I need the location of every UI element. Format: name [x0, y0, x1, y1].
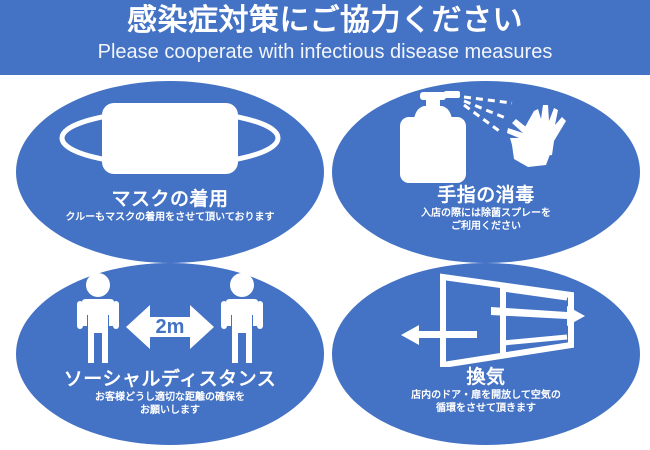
- panel-subtitle-line: クルーもマスクの着用をさせて頂いております: [65, 212, 275, 223]
- panel-title: 換気: [466, 367, 506, 388]
- panel-subtitle-line: お願いします: [140, 405, 200, 416]
- face-mask-icon: [16, 89, 324, 187]
- page-title: 感染症対策にご協力ください: [127, 4, 523, 37]
- panel-subtitle-line: 入店の際には除菌スプレーを: [421, 208, 551, 219]
- panel-subtitle-line: お客様どうし適切な距離の確保を: [95, 392, 245, 403]
- panel-caption: ソーシャルディスタンス お客様どうし適切な距離の確保を お願いします: [16, 369, 324, 417]
- panel-ellipse-background: [16, 263, 324, 445]
- sanitizer-spray-hands-icon: [332, 89, 640, 187]
- page-subtitle: Please cooperate with infectious disease…: [97, 41, 553, 63]
- panel-ellipse-background: [332, 263, 640, 445]
- panel-title: マスクの着用: [111, 189, 229, 210]
- distance-label: 2m: [156, 316, 185, 338]
- measure-panel-mask: マスクの着用 クルーもマスクの着用をさせて頂いております: [16, 81, 324, 263]
- poster-header: 感染症対策にご協力ください Please cooperate with infe…: [0, 0, 650, 75]
- panel-title: 手指の消毒: [437, 185, 535, 206]
- panel-subtitle-line: 店内のドア・扉を開放して空気の: [411, 390, 561, 401]
- panel-caption: マスクの着用 クルーもマスクの着用をさせて頂いております: [16, 189, 324, 224]
- panel-subtitle-line: ご利用ください: [451, 221, 521, 232]
- measure-panel-social-distance: 2m ソーシャルディスタンス お客様どうし適切な距離の確保を お願いします: [16, 263, 324, 445]
- panel-title: ソーシャルディスタンス: [63, 369, 277, 390]
- measures-grid: マスクの着用 クルーもマスクの着用をさせて頂いております: [0, 75, 650, 450]
- open-window-airflow-icon: [332, 271, 640, 369]
- two-people-distance-icon: 2m: [16, 271, 324, 369]
- measure-panel-ventilation: 換気 店内のドア・扉を開放して空気の 循環をさせて頂きます: [332, 263, 640, 445]
- panel-subtitle-line: 循環をさせて頂きます: [436, 403, 536, 414]
- panel-caption: 換気 店内のドア・扉を開放して空気の 循環をさせて頂きます: [332, 367, 640, 415]
- panel-caption: 手指の消毒 入店の際には除菌スプレーを ご利用ください: [332, 185, 640, 233]
- measure-panel-hand-sanitizer: 手指の消毒 入店の際には除菌スプレーを ご利用ください: [332, 81, 640, 263]
